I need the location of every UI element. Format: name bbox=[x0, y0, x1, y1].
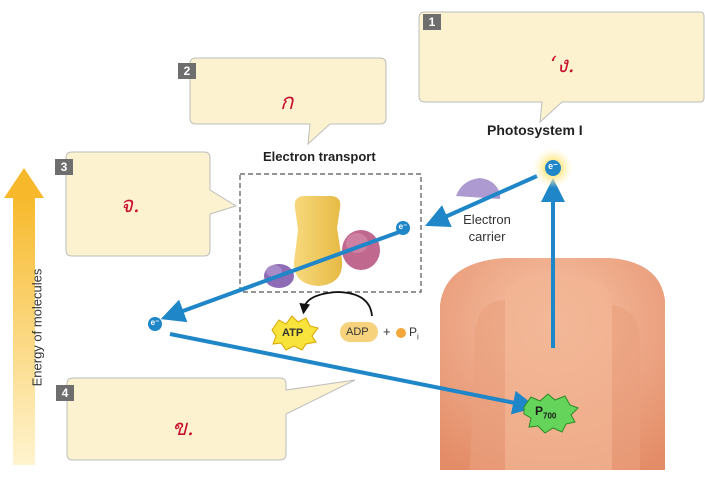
electron-label-ps1: e⁻ bbox=[545, 161, 561, 172]
callout-answer-2: ก bbox=[280, 84, 293, 119]
callout-box-4 bbox=[67, 378, 355, 460]
callout-number-2: 2 bbox=[178, 63, 196, 79]
p700-label-main: P bbox=[535, 404, 543, 418]
phosphate-label-main: P bbox=[409, 325, 417, 339]
phosphate-label: Pi bbox=[409, 325, 419, 341]
atp-cycle-arrow bbox=[304, 292, 372, 316]
callout-answer-1: ‘ง. bbox=[550, 47, 575, 82]
callout-answer-3: จ. bbox=[120, 187, 140, 222]
atp-label: ATP bbox=[282, 327, 303, 339]
phosphate-label-sub: i bbox=[417, 332, 419, 341]
callout-number-1: 1 bbox=[423, 14, 441, 30]
p700-label-sub: 700 bbox=[543, 411, 556, 420]
plus-sign: + bbox=[383, 324, 391, 339]
electron-label-low: e⁻ bbox=[148, 318, 162, 327]
electron-carrier-label: Electron carrier bbox=[452, 211, 522, 245]
callout-box-3 bbox=[66, 152, 236, 256]
electron-label-carrier: e⁻ bbox=[396, 222, 410, 231]
photosystem-label: Photosystem I bbox=[487, 122, 583, 138]
callout-number-3: 3 bbox=[55, 159, 73, 175]
p700-label: P700 bbox=[535, 404, 556, 420]
phosphate-dot bbox=[396, 328, 406, 338]
callout-answer-4: ข. bbox=[172, 410, 194, 445]
callout-number-4: 4 bbox=[56, 385, 74, 401]
y-axis-label: Energy of molecules bbox=[30, 243, 45, 413]
electron-transport-label: Electron transport bbox=[263, 149, 376, 164]
adp-label: ADP bbox=[346, 326, 369, 338]
